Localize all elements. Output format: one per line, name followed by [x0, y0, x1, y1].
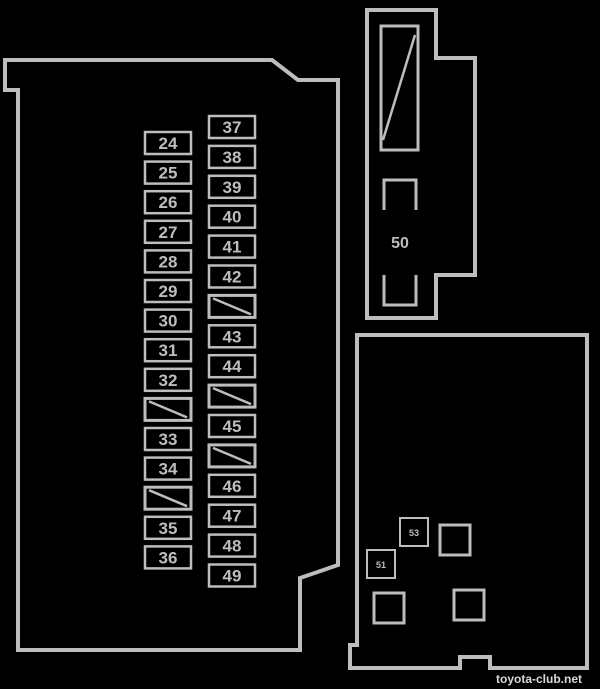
fuse-right-44: 44	[207, 353, 257, 379]
small-relay-53: 53	[399, 517, 429, 547]
watermark: toyota-club.net	[496, 672, 582, 686]
small-relay-label: 53	[409, 528, 419, 538]
fuse-label: 38	[223, 148, 242, 167]
small-relay-51: 51	[366, 549, 396, 579]
fuse-right-43: 43	[207, 324, 257, 349]
fuse-right-46: 46	[207, 473, 257, 499]
fuse-right-41: 41	[207, 234, 257, 259]
fuse-right-blank-11	[207, 443, 257, 469]
fuse-label: 42	[223, 268, 242, 287]
fuse-right-40: 40	[207, 204, 257, 229]
fuse-left-blank-9	[143, 396, 193, 422]
fuse-right-45: 45	[207, 413, 257, 439]
fuse-label: 40	[223, 208, 242, 227]
fuse-label: 33	[159, 430, 178, 449]
relay-50-bracket-bottom	[382, 275, 418, 307]
fuse-left-31: 31	[143, 337, 193, 363]
fuse-left-35: 35	[143, 515, 193, 541]
fuse-left-30: 30	[143, 308, 193, 333]
fuse-label: 31	[159, 341, 178, 360]
fuse-label: 35	[159, 519, 178, 538]
fuse-label: 49	[223, 567, 242, 586]
fuse-left-28: 28	[143, 249, 193, 274]
fuse-left-34: 34	[143, 456, 193, 481]
fuse-right-37: 37	[207, 114, 257, 140]
fuse-label: 25	[159, 164, 178, 183]
fuse-label: 34	[159, 460, 178, 479]
fuse-left-29: 29	[143, 278, 193, 304]
fuse-label: 36	[159, 548, 178, 567]
fuse-label: 48	[223, 537, 242, 556]
fuse-label: 32	[159, 371, 178, 390]
small-relay-label: 51	[376, 560, 386, 570]
fuse-label: 43	[223, 327, 242, 346]
fuse-right-blank-6	[207, 293, 257, 319]
fuse-label: 26	[159, 193, 178, 212]
fuse-label: 45	[223, 417, 242, 436]
fuse-label: 29	[159, 282, 178, 301]
relay-50-bracket-top	[382, 178, 418, 210]
relay-slot-top-right	[438, 523, 472, 557]
relay-slot-bottom-right	[452, 588, 486, 622]
fuse-left-27: 27	[143, 219, 193, 245]
fuse-right-47: 47	[207, 503, 257, 528]
fuse-right-49: 49	[207, 563, 257, 588]
fuse-right-blank-9	[207, 383, 257, 409]
fuse-label: 37	[223, 118, 242, 137]
fuse-left-33: 33	[143, 426, 193, 452]
fuse-left-blank-12	[143, 485, 193, 511]
fuse-label: 39	[223, 178, 242, 197]
fuse-left-24: 24	[143, 130, 193, 156]
fuse-label: 24	[159, 134, 178, 153]
fuse-label: 41	[223, 238, 242, 257]
lower-relay-block	[348, 333, 589, 670]
fuse-label: 28	[159, 252, 178, 271]
relay-50-label: 50	[391, 235, 409, 252]
fuse-left-36: 36	[143, 545, 193, 570]
fuse-left-26: 26	[143, 189, 193, 215]
fuse-right-38: 38	[207, 144, 257, 170]
fuse-label: 46	[223, 477, 242, 496]
fuse-label: 47	[223, 507, 242, 526]
relay-slot-bottom-left	[372, 591, 406, 625]
fuse-label: 44	[223, 357, 242, 376]
fuse-left-25: 25	[143, 160, 193, 185]
fuse-right-42: 42	[207, 264, 257, 289]
fuse-right-39: 39	[207, 174, 257, 200]
fuse-label: 27	[159, 223, 178, 242]
fuse-right-48: 48	[207, 533, 257, 558]
fuse-label: 30	[159, 312, 178, 331]
fuse-left-32: 32	[143, 367, 193, 393]
upper-relay-slash	[381, 34, 417, 141]
